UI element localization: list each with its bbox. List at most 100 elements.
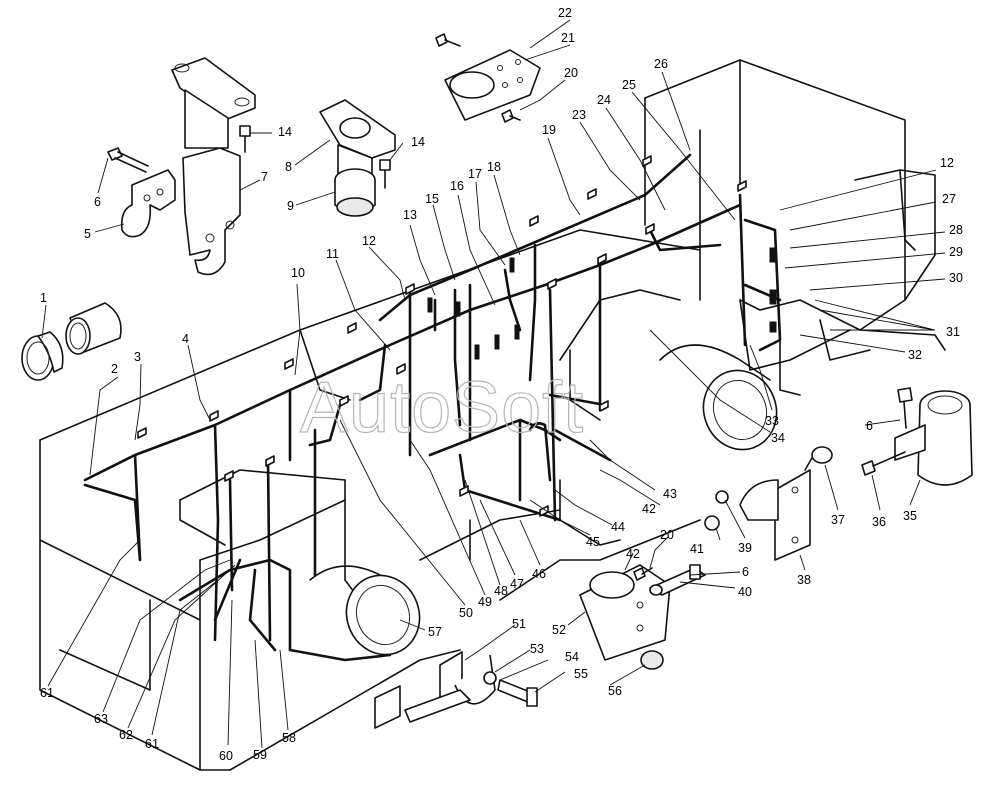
part-14-screw-b xyxy=(379,159,391,189)
callout-37: 37 xyxy=(831,513,845,527)
part-5-clamp xyxy=(120,169,176,238)
callout-33: 33 xyxy=(765,414,779,428)
callout-49: 49 xyxy=(478,595,492,609)
callout-14: 14 xyxy=(278,125,292,139)
part-14-screw-a xyxy=(239,125,251,153)
callout-55: 55 xyxy=(574,667,588,681)
callout-50: 50 xyxy=(459,606,473,620)
callout-12: 12 xyxy=(362,234,376,248)
callout-41: 41 xyxy=(690,542,704,556)
callout-6: 6 xyxy=(94,195,101,209)
callout-25: 25 xyxy=(622,78,636,92)
callout-54: 54 xyxy=(565,650,579,664)
callout-3: 3 xyxy=(134,350,141,364)
callout-61: 61 xyxy=(145,737,159,751)
part-1-cap xyxy=(21,331,64,381)
part-52-split-clamp xyxy=(579,564,671,661)
callout-48: 48 xyxy=(494,584,508,598)
callout-32: 32 xyxy=(908,348,922,362)
callout-28: 28 xyxy=(949,223,963,237)
callout-10: 10 xyxy=(291,266,305,280)
callout-19: 19 xyxy=(542,123,556,137)
part-55-bolt xyxy=(497,679,538,707)
callout-60: 60 xyxy=(219,749,233,763)
part-9-bushing xyxy=(334,168,376,217)
callout-2: 2 xyxy=(111,362,118,376)
callout-34: 34 xyxy=(771,431,785,445)
callout-4: 4 xyxy=(182,332,189,346)
callout-labels: 1 2 3 4 5 6 7 8 9 10 11 12 13 14 14 15 1… xyxy=(40,6,963,763)
callout-52: 52 xyxy=(552,623,566,637)
callout-24: 24 xyxy=(597,93,611,107)
callout-46: 46 xyxy=(532,567,546,581)
part-6-bolt xyxy=(107,147,149,173)
wheel-arch-front xyxy=(309,565,421,656)
callout-63: 63 xyxy=(94,712,108,726)
callout-8: 8 xyxy=(285,160,292,174)
part-38-plate xyxy=(739,469,811,561)
callout-53: 53 xyxy=(530,642,544,656)
callout-23: 23 xyxy=(572,108,586,122)
callout-42: 42 xyxy=(626,547,640,561)
callout-18: 18 xyxy=(487,160,501,174)
part-20-screw-top xyxy=(501,109,521,123)
callout-35: 35 xyxy=(903,509,917,523)
wheel-arch-rear xyxy=(659,344,778,451)
callout-57: 57 xyxy=(428,625,442,639)
callout-20b: 20 xyxy=(660,528,674,542)
callout-1: 1 xyxy=(40,291,47,305)
part-21-clamp-block xyxy=(444,49,541,121)
callout-17: 17 xyxy=(468,167,482,181)
part-7-top xyxy=(171,57,256,149)
callout-12b: 12 xyxy=(940,156,954,170)
callout-38: 38 xyxy=(797,573,811,587)
part-2-sleeve xyxy=(65,302,122,355)
part-40-washer xyxy=(649,584,663,596)
callout-26: 26 xyxy=(654,57,668,71)
callout-45: 45 xyxy=(586,535,600,549)
callout-56: 56 xyxy=(608,684,622,698)
callout-11: 11 xyxy=(326,247,339,261)
callout-30: 30 xyxy=(949,271,963,285)
callout-58: 58 xyxy=(282,731,296,745)
leader-lines xyxy=(41,19,946,749)
callout-29: 29 xyxy=(949,245,963,259)
callout-14b: 14 xyxy=(411,135,425,149)
callout-20: 20 xyxy=(564,66,578,80)
callout-44: 44 xyxy=(611,520,625,534)
part-51-strap xyxy=(404,651,496,723)
part-20-screw-lower xyxy=(633,567,653,581)
part-7-bracket xyxy=(182,147,241,276)
pipe-clips xyxy=(137,155,777,517)
callout-22: 22 xyxy=(558,6,572,20)
part-41-bolt xyxy=(704,515,720,531)
callout-13: 13 xyxy=(403,208,417,222)
callout-15: 15 xyxy=(425,192,439,206)
callout-42b: 42 xyxy=(642,502,656,516)
part-39-washer xyxy=(715,490,729,504)
callout-16: 16 xyxy=(450,179,464,193)
part-51-pad xyxy=(374,685,401,729)
callout-36: 36 xyxy=(872,515,886,529)
part-53-washer xyxy=(483,671,497,685)
callout-9: 9 xyxy=(287,199,294,213)
part-56-nut xyxy=(640,650,664,670)
part-22-bolt xyxy=(435,33,461,47)
callout-51: 51 xyxy=(512,617,526,631)
callout-39: 39 xyxy=(738,541,752,555)
callout-7: 7 xyxy=(261,170,268,184)
callout-59: 59 xyxy=(253,748,267,762)
watermark-text: AutoSoft xyxy=(300,368,584,448)
callout-6c: 6 xyxy=(742,565,749,579)
callout-47: 47 xyxy=(510,577,524,591)
callout-31: 31 xyxy=(946,325,960,339)
part-36-bolt xyxy=(861,451,906,476)
part-35-collar xyxy=(894,390,973,486)
vehicle-body-outline xyxy=(39,59,946,771)
callout-27: 27 xyxy=(942,192,956,206)
callout-6b: 6 xyxy=(866,419,873,433)
part-37-nut xyxy=(804,446,833,471)
callout-61b: 61 xyxy=(40,686,54,700)
callout-5: 5 xyxy=(84,227,91,241)
